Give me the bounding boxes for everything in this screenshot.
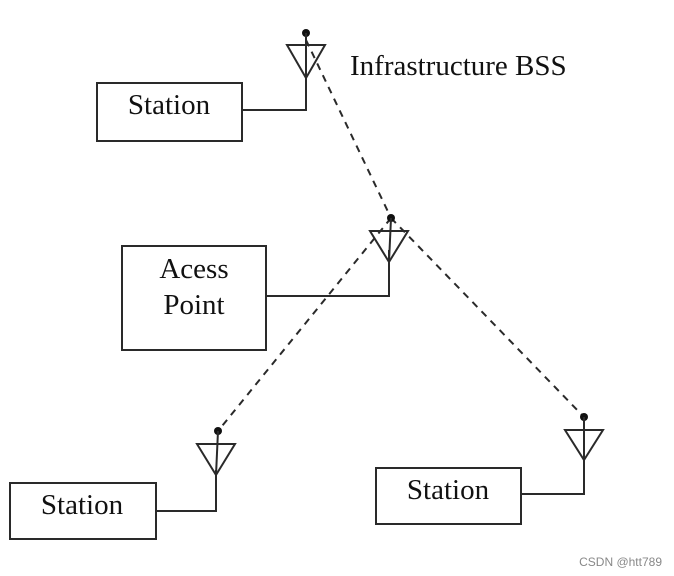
antenna-icon (563, 413, 605, 462)
wireless-link-ap-right-station (390, 217, 585, 418)
station-top-cable (242, 60, 307, 111)
station-top: Station (96, 29, 327, 142)
access-point-box (121, 245, 267, 351)
antenna-icon (195, 427, 237, 477)
station-bottom-right-label: Station (407, 474, 490, 506)
antenna-icon (368, 214, 410, 264)
watermark-text: CSDN @htt789 (579, 555, 662, 569)
wireless-link-top-station-ap (305, 39, 392, 219)
wireless-links (217, 39, 585, 432)
access-point: Acess Point (121, 214, 410, 351)
station-bottom-right: Station (375, 413, 605, 525)
station-top-box (96, 82, 243, 142)
station-bottom-left: Station (9, 427, 237, 540)
access-point-label-line2: Point (163, 289, 224, 321)
access-point-cable (266, 250, 390, 297)
diagram-title: Infrastructure BSS (350, 50, 567, 82)
antenna-icon (285, 29, 327, 81)
station-bottom-right-cable (521, 456, 585, 495)
station-bottom-left-cable (156, 470, 217, 512)
station-bottom-right-box (375, 467, 522, 525)
wireless-link-ap-left-station (217, 217, 392, 432)
station-bottom-left-label: Station (41, 489, 124, 521)
station-bottom-left-box (9, 482, 157, 540)
station-top-label: Station (128, 89, 211, 121)
access-point-label-line1: Acess (159, 253, 228, 285)
